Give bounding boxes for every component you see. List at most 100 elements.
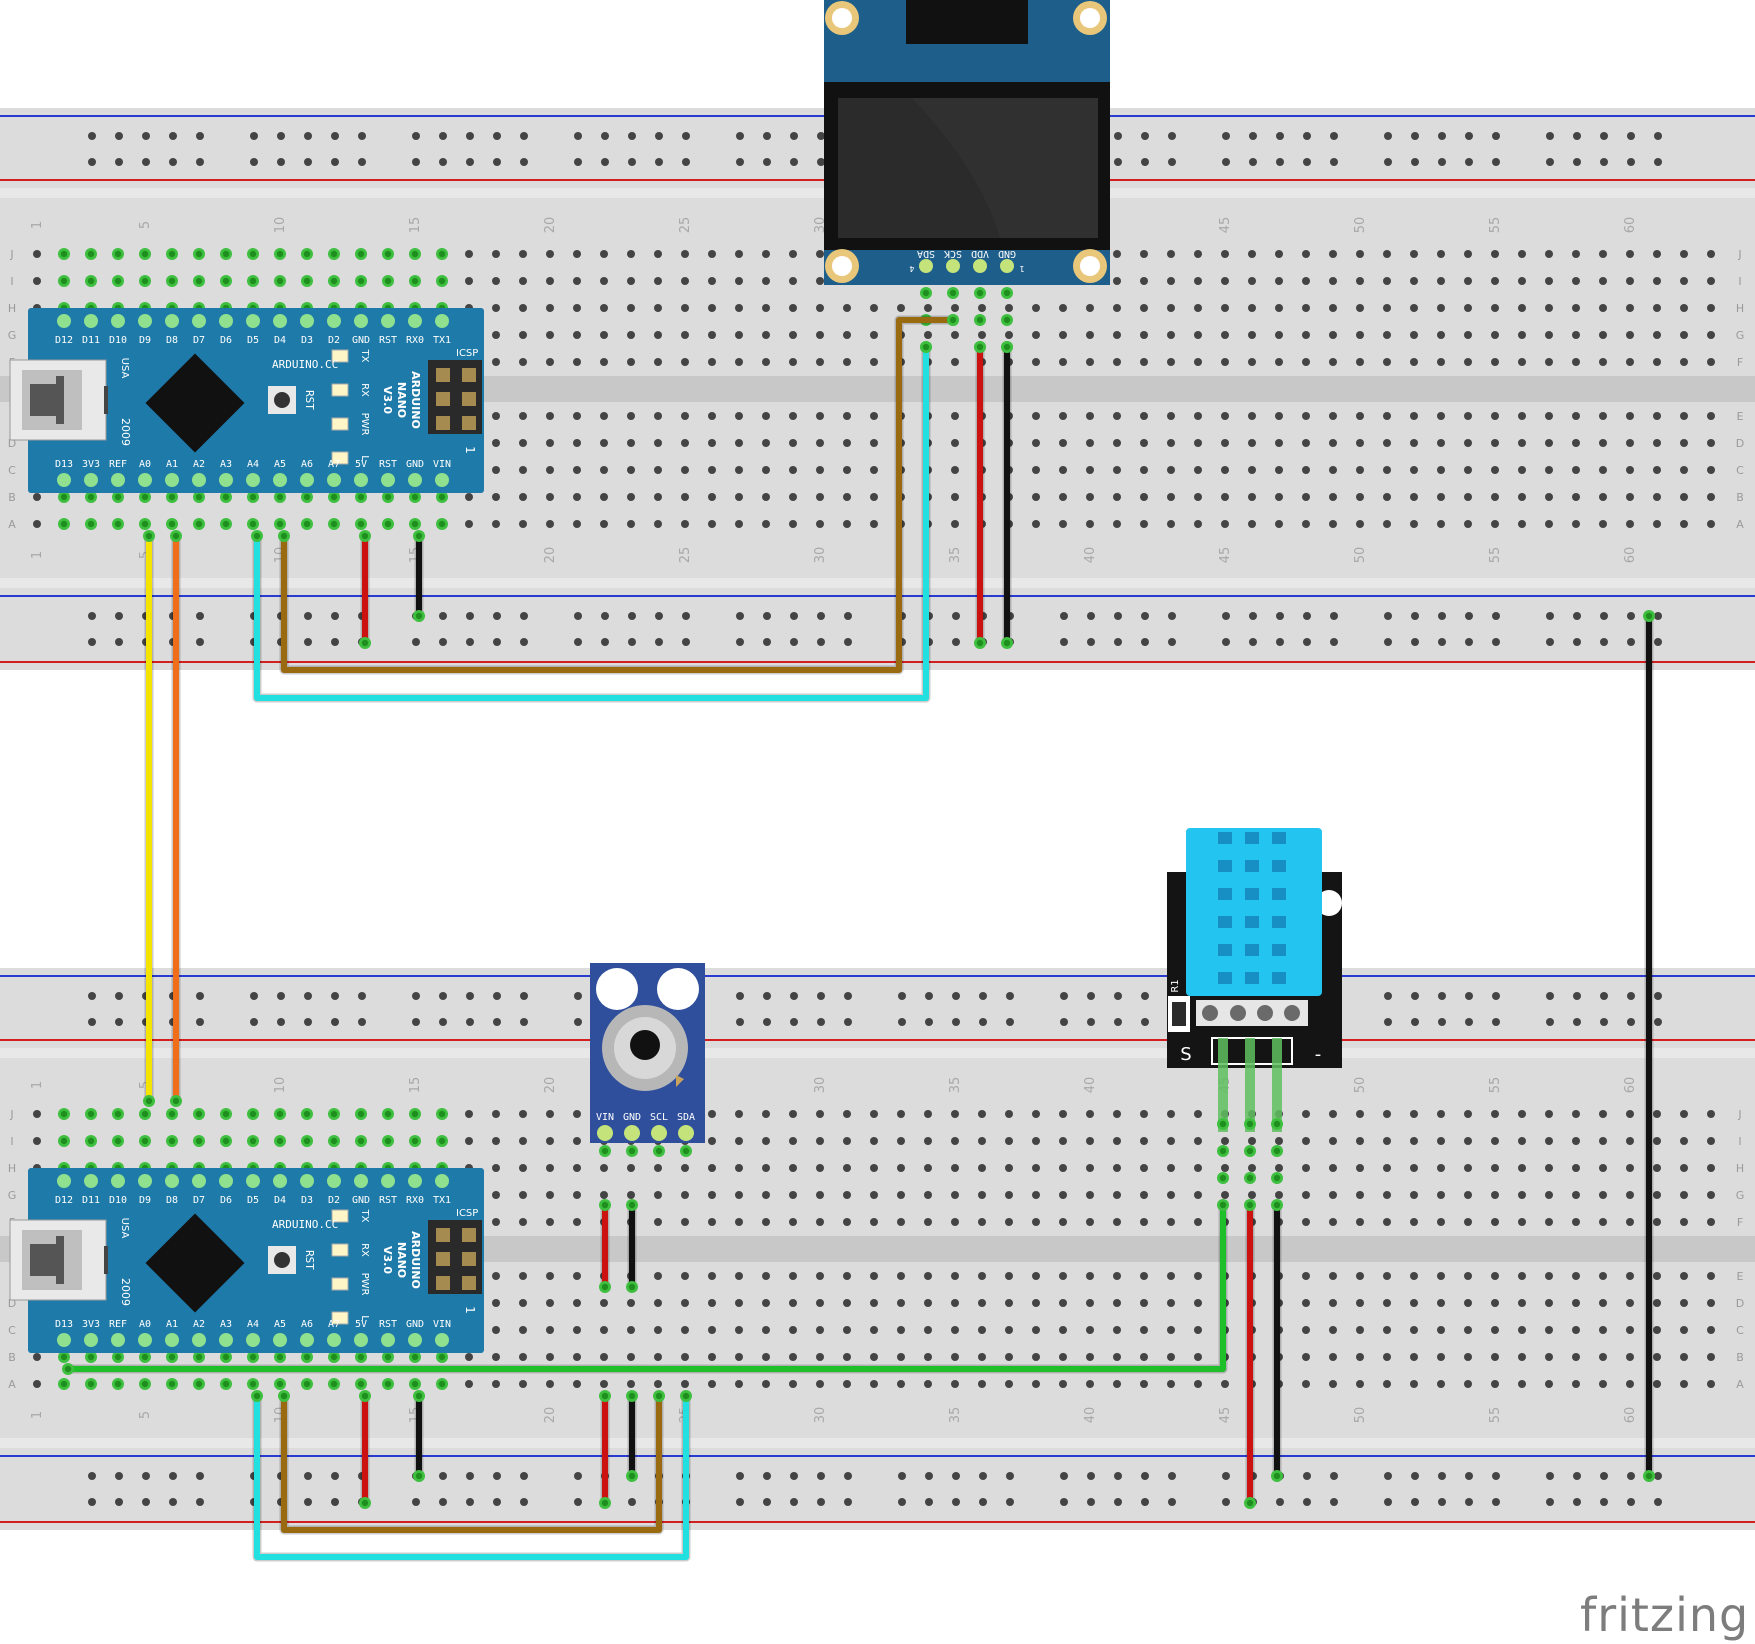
terminal-hole: [1653, 520, 1661, 528]
nano-model-text: V3.0: [381, 386, 394, 414]
nano-pin: [219, 314, 233, 328]
rail-hole: [817, 132, 825, 140]
terminal-hole: [681, 1353, 689, 1361]
rail-hole: [1222, 1472, 1230, 1480]
row-letter: F: [1737, 1216, 1743, 1229]
terminal-hole: [1545, 1380, 1553, 1388]
rail-hole: [439, 612, 447, 620]
terminal-hole: [546, 358, 554, 366]
terminal-hole: [627, 1353, 635, 1361]
terminal-hole: [1140, 331, 1148, 339]
rail-hole: [1330, 158, 1338, 166]
terminal-hole: [1464, 1272, 1472, 1280]
terminal-hole: [789, 358, 797, 366]
terminal-hole: [1329, 1353, 1337, 1361]
rail-hole: [1141, 612, 1149, 620]
rail-hole: [1411, 638, 1419, 646]
terminal-hole: [492, 1299, 500, 1307]
terminal-hole: [519, 331, 527, 339]
column-number: 1: [30, 551, 45, 559]
row-letter: D: [1736, 437, 1744, 450]
terminal-hole: [1464, 1110, 1472, 1118]
terminal-hole: [1248, 412, 1256, 420]
connected-hole-core: [60, 277, 68, 285]
rail-hole: [520, 158, 528, 166]
rail-hole: [1168, 638, 1176, 646]
terminal-hole: [816, 466, 824, 474]
nano-pin-label: 3V3: [82, 459, 100, 470]
terminal-hole: [1680, 439, 1688, 447]
terminal-hole: [789, 1326, 797, 1334]
connected-hole-core: [655, 1392, 663, 1400]
usb-plug-icon: [30, 376, 64, 424]
column-number: 25: [678, 547, 693, 564]
terminal-hole: [1086, 493, 1094, 501]
terminal-hole: [789, 1272, 797, 1280]
rail-hole: [1654, 1472, 1662, 1480]
terminal-hole: [870, 358, 878, 366]
connected-hole-core: [114, 493, 122, 501]
terminal-hole: [1275, 1164, 1283, 1172]
nano-pin-label: D11: [82, 1195, 100, 1206]
terminal-hole: [816, 1299, 824, 1307]
rail-hole: [1600, 1498, 1608, 1506]
terminal-hole: [1464, 331, 1472, 339]
connected-hole-core: [280, 1392, 288, 1400]
rail-hole: [1006, 1018, 1014, 1026]
terminal-hole: [33, 277, 41, 285]
terminal-hole: [654, 1299, 662, 1307]
terminal-hole: [1302, 250, 1310, 258]
rail-hole: [196, 612, 204, 620]
terminal-hole: [573, 466, 581, 474]
row-letter: C: [8, 1324, 16, 1337]
terminal-hole: [870, 1299, 878, 1307]
terminal-hole: [708, 1191, 716, 1199]
column-number: 25: [678, 217, 693, 234]
terminal-hole: [1518, 250, 1526, 258]
rail-hole: [682, 612, 690, 620]
terminal-hole: [1032, 493, 1040, 501]
row-letter: C: [1736, 464, 1744, 477]
terminal-hole: [627, 1299, 635, 1307]
sensor-tab: [676, 1075, 684, 1087]
terminal-hole: [1140, 1191, 1148, 1199]
nano-pin-label: A7: [328, 459, 340, 470]
terminal-hole: [1572, 331, 1580, 339]
terminal-hole: [1113, 250, 1121, 258]
terminal-hole: [816, 1272, 824, 1280]
terminal-hole: [1140, 1137, 1148, 1145]
rail-hole: [493, 1498, 501, 1506]
terminal-hole: [951, 493, 959, 501]
connected-hole-core: [976, 639, 984, 647]
connected-hole-core: [415, 532, 423, 540]
nano-pin-label: GND: [406, 1319, 424, 1330]
terminal-hole: [33, 1137, 41, 1145]
terminal-hole: [1005, 1299, 1013, 1307]
terminal-hole: [1221, 412, 1229, 420]
connected-hole-core: [141, 1137, 149, 1145]
rail-hole: [169, 158, 177, 166]
terminal-hole: [1194, 466, 1202, 474]
terminal-hole: [1410, 1299, 1418, 1307]
terminal-hole: [924, 331, 932, 339]
terminal-hole: [1653, 304, 1661, 312]
rail-hole: [763, 992, 771, 1000]
terminal-hole: [1356, 277, 1364, 285]
terminal-hole: [870, 304, 878, 312]
terminal-hole: [1194, 412, 1202, 420]
terminal-hole: [1356, 1137, 1364, 1145]
dht-vent: [1272, 944, 1286, 956]
nano-pin: [84, 473, 98, 487]
terminal-hole: [546, 1218, 554, 1226]
terminal-hole: [1491, 1218, 1499, 1226]
rail-hole: [655, 612, 663, 620]
terminal-hole: [924, 304, 932, 312]
connected-hole-core: [168, 277, 176, 285]
rail-hole: [1411, 1498, 1419, 1506]
terminal-hole: [816, 358, 824, 366]
terminal-hole: [1032, 1191, 1040, 1199]
terminal-hole: [681, 1191, 689, 1199]
terminal-hole: [1599, 1218, 1607, 1226]
terminal-hole: [1329, 1191, 1337, 1199]
sensor-pin: [624, 1125, 640, 1141]
